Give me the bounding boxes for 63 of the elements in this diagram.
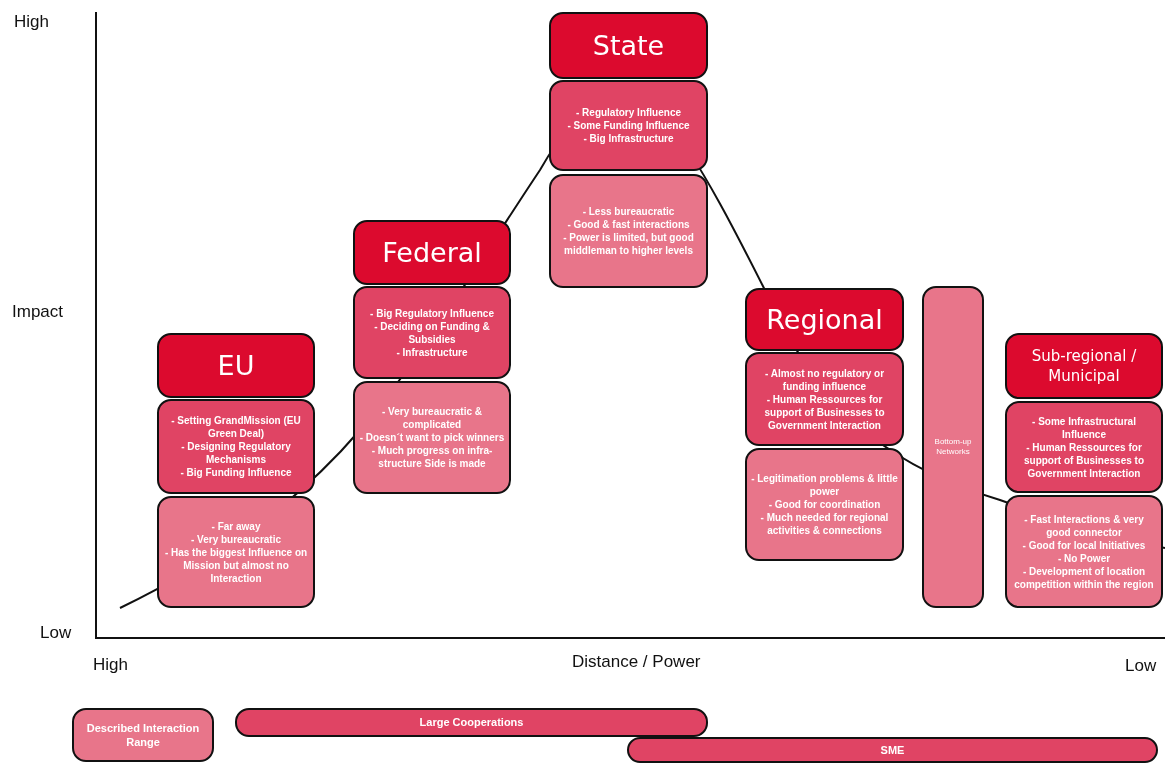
- role-box: [745, 352, 904, 446]
- level-header-box: [1005, 333, 1163, 399]
- bullet-text: - Setting GrandMission (EU Green Deal): [170, 414, 302, 440]
- level-title: EU: [217, 348, 255, 383]
- bullet-text: - Good for local Initiatives: [1022, 538, 1146, 552]
- bullet-text: - Human Ressources for support of Businesses to Government Interaction: [763, 392, 886, 432]
- axis-tick-label: Low: [1125, 656, 1157, 676]
- level-header-box: [549, 12, 708, 79]
- bullet-text: - Power is limited, but good middleman to higher levels: [562, 231, 695, 257]
- bullet-text: - Designing Regulatory Mechanisms: [180, 440, 292, 466]
- axis-tick-label: Low: [40, 623, 72, 643]
- characteristics-box: [1005, 495, 1163, 608]
- axis-title: Distance / Power: [572, 652, 701, 672]
- bar-label: Described Interaction Range: [85, 720, 201, 750]
- axis-title: Impact: [12, 302, 64, 322]
- bullet-text: - Big Funding Influence: [180, 466, 292, 479]
- bullet-text: - Less bureaucratic: [582, 205, 675, 218]
- bar-label: Bottom-up Networks: [933, 436, 973, 458]
- bullet-text: - Big Regulatory Influence: [370, 306, 494, 320]
- range-bar: [72, 708, 214, 762]
- bullet-text: - Good for coordination: [768, 498, 881, 511]
- range-bar: [235, 708, 708, 737]
- role-box: [549, 80, 708, 171]
- network-bar: [922, 286, 984, 608]
- axis-tick-label: High: [14, 12, 49, 32]
- bullet-text: - Fast Interactions & very good connector: [1023, 512, 1145, 539]
- bullet-text: - Very bureaucratic & complicated: [380, 405, 483, 431]
- bullet-text: - Legitimation problems & little power: [751, 472, 898, 498]
- bullet-text: - Development of location competition within the region: [1013, 564, 1155, 591]
- role-box: [353, 286, 511, 379]
- level-title: Federal: [382, 235, 482, 270]
- characteristics-box: [549, 174, 708, 288]
- range-bar: [627, 737, 1158, 763]
- role-box: [157, 399, 315, 494]
- level-title: Sub-regional / Municipal: [1030, 345, 1138, 387]
- bullet-text: - Much needed for regional activities & connections: [759, 511, 890, 537]
- bullet-text: - Far away: [211, 519, 261, 533]
- axis-tick-label: High: [93, 655, 128, 675]
- bar-label: Large Cooperations: [419, 715, 524, 730]
- role-box: [1005, 401, 1163, 493]
- bullet-text: - No Power: [1057, 551, 1111, 565]
- bullet-text: - Almost no regulatory or funding influence: [763, 366, 886, 393]
- bullet-text: - Big Infrastructure: [583, 132, 674, 145]
- bar-label: SME: [880, 742, 905, 758]
- bullet-text: - Human Ressources for support of Businesses to Government Interaction: [1023, 440, 1145, 480]
- level-title: Regional: [766, 302, 883, 337]
- level-title: State: [592, 28, 665, 63]
- level-header-box: [745, 288, 904, 351]
- bullet-text: - Much progress on infra-structure Side is made: [370, 444, 494, 470]
- bullet-text: - Very bureaucratic: [190, 532, 281, 546]
- level-header-box: [353, 220, 511, 285]
- bullet-text: - Some Infrastructural Influence: [1031, 414, 1137, 441]
- characteristics-box: [745, 448, 904, 561]
- bullet-text: - Doesn´t want to pick winners: [359, 431, 505, 444]
- characteristics-box: [157, 496, 315, 608]
- bullet-text: - Regulatory Influence: [576, 106, 681, 119]
- bullet-text: - Deciding on Funding & Subsidies: [373, 319, 491, 346]
- bullet-text: - Some Funding Influence: [567, 119, 690, 132]
- bullet-text: - Good & fast interactions: [567, 218, 690, 231]
- characteristics-box: [353, 381, 511, 494]
- bullet-text: - Has the biggest Influence on Mission but almost no Interaction: [163, 545, 309, 585]
- bullet-text: - Infrastructure: [396, 345, 468, 359]
- level-header-box: [157, 333, 315, 398]
